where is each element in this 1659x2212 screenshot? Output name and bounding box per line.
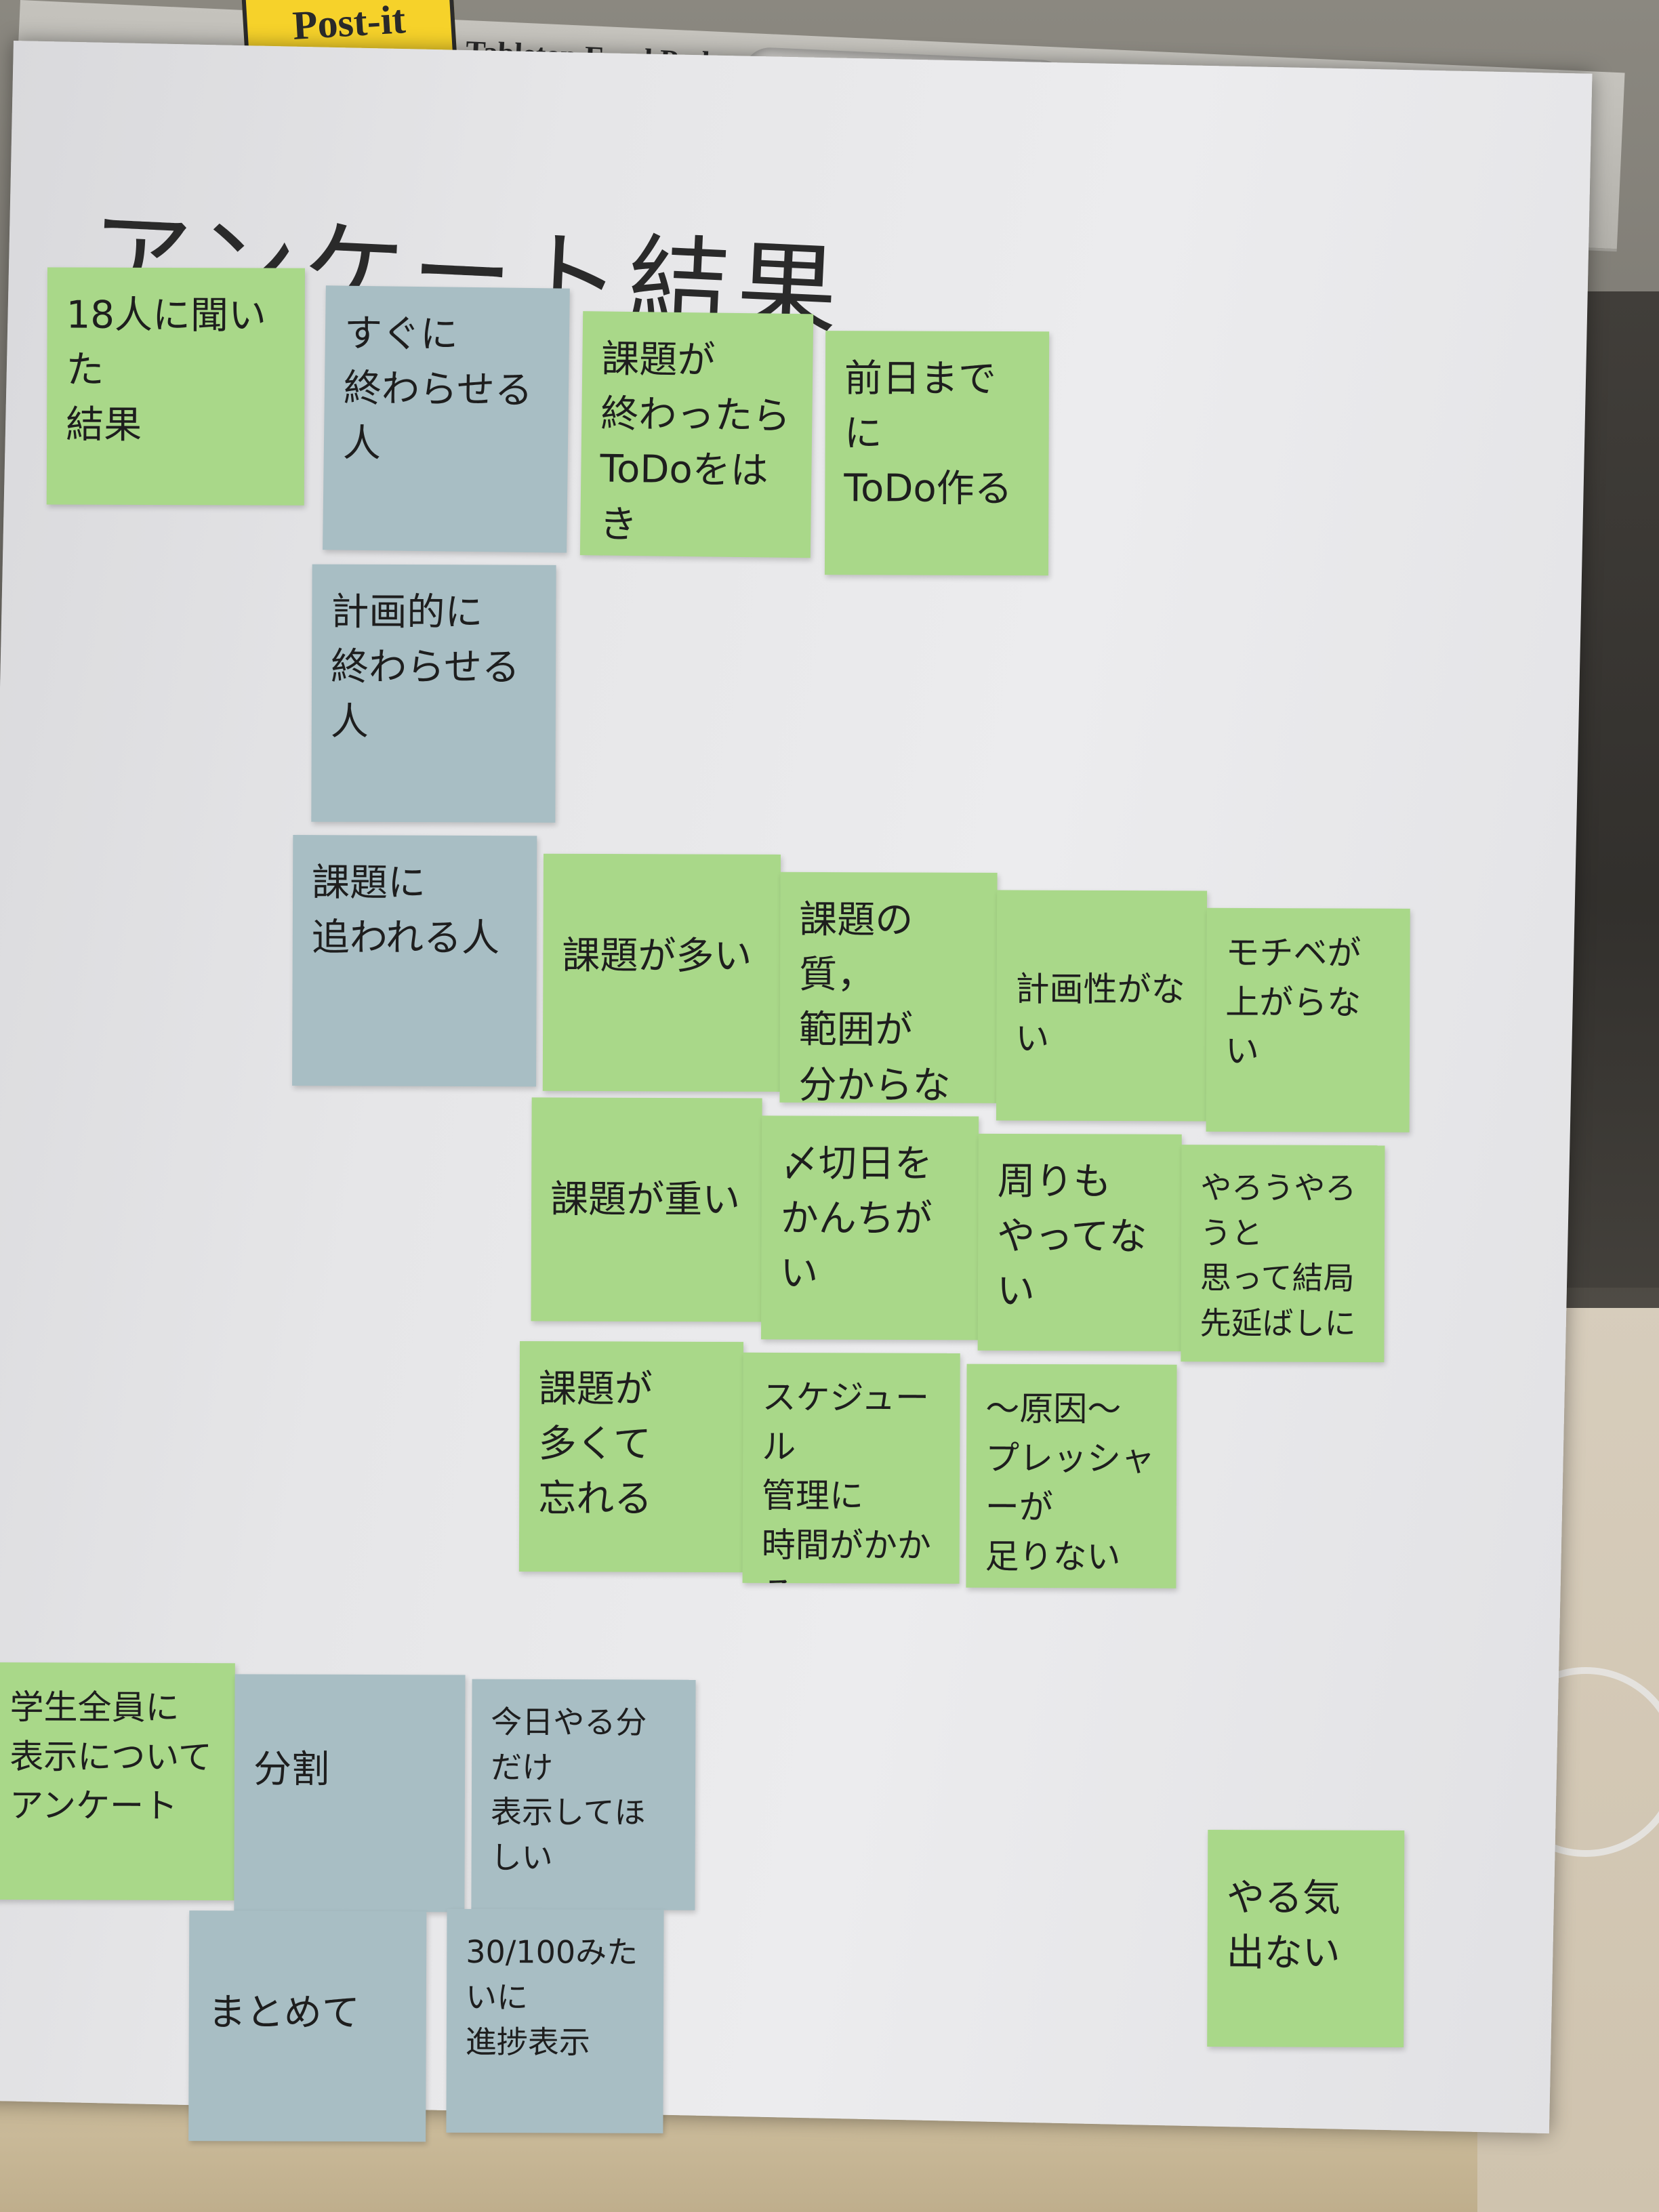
- sticky-note: 学生全員に 表示について アンケート: [0, 1662, 235, 1901]
- sticky-note: 周りも やってない: [977, 1133, 1182, 1351]
- sticky-note: すぐに 終わらせる 人: [323, 285, 570, 553]
- sticky-note: モチベが 上がらない: [1206, 907, 1410, 1132]
- sticky-note: 〆切日を かんちがい: [761, 1115, 979, 1340]
- sticky-note: ～原因～ プレッシャーが 足りない: [966, 1364, 1177, 1589]
- sticky-note: 18人に聞いた 結果: [46, 267, 305, 506]
- easel-sheet: アンケート結果 18人に聞いた 結果 すぐに 終わらせる 人 課題が 終わったら…: [0, 41, 1593, 2142]
- sticky-note: やろうやろうと 思って結局 先延ばしに: [1181, 1145, 1385, 1363]
- sticky-note: 計画性がない: [996, 890, 1208, 1122]
- sticky-note: 計画的に 終わらせる 人: [311, 564, 556, 823]
- sticky-note: 課題が重い: [531, 1097, 762, 1322]
- sticky-note: やる気 出ない: [1207, 1830, 1405, 2048]
- sticky-note: まとめて: [188, 1910, 427, 2142]
- sticky-note: スケジュール 管理に 時間がかかる: [742, 1352, 960, 1584]
- sticky-note: 課題が 多くて 忘れる: [518, 1340, 744, 1573]
- sticky-note: 30/100みたいに 進捗表示: [446, 1908, 664, 2133]
- sticky-note: 今日やる分だけ 表示してほしい: [471, 1679, 696, 1910]
- sticky-note: 課題が多い: [542, 853, 781, 1092]
- sticky-note: 前日までに ToDo作る: [824, 331, 1050, 576]
- sticky-note: 分割: [234, 1674, 466, 1912]
- sticky-note: 課題に 追われる人: [292, 835, 537, 1087]
- brand-label: Post-it: [291, 0, 407, 48]
- sticky-note: 課題が 終わったら ToDoをはき: [579, 311, 814, 558]
- sticky-note: 課題の質， 範囲が 分からない: [779, 872, 998, 1103]
